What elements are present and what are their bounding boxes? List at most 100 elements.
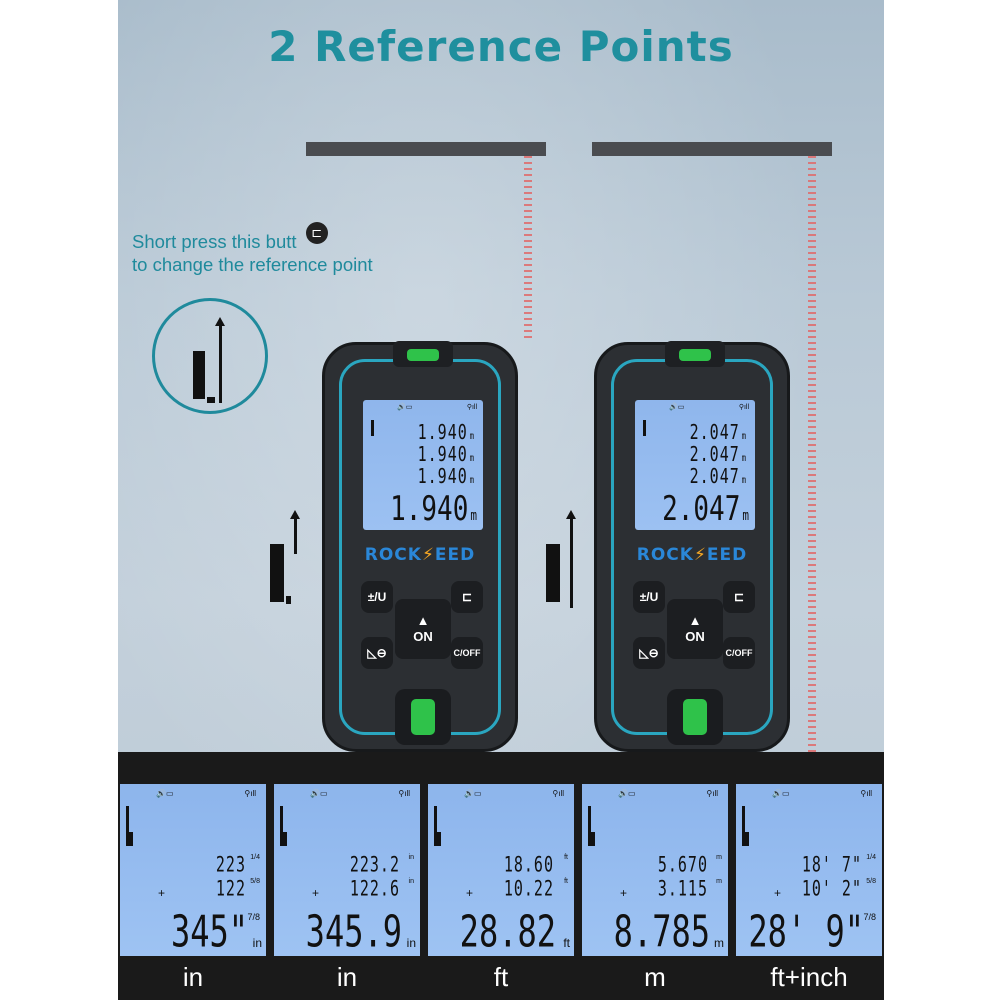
reading-line-1: 1.940 [417, 420, 468, 445]
plus-sign: + [312, 886, 320, 900]
reading-second-unit: in [408, 878, 414, 885]
reading-line-1: 2.047 [689, 420, 740, 445]
clear-off-button[interactable]: C/OFF [723, 637, 755, 669]
unit-label-0: in [182, 962, 204, 992]
reading-second: 10' 2" [801, 876, 862, 902]
reading-first-unit: in [408, 854, 414, 861]
unit-label-2: ft [493, 962, 509, 992]
reference-marker [126, 806, 133, 846]
reading-first: 223 [215, 852, 246, 878]
sum-reading: 28.82 [459, 906, 556, 958]
sum-unit: m [714, 936, 724, 950]
product-illustration: 2 Reference Points Short press this butt… [118, 0, 884, 1000]
top-bubble-level [393, 341, 453, 367]
speaker-battery-icon: 🔊▭ [310, 789, 328, 798]
speaker-battery-icon: 🔊▭ [772, 789, 790, 798]
page-title: 2 Reference Points [268, 22, 734, 71]
reference-marker [588, 806, 595, 846]
signal-icon: ⚲ıll [706, 789, 718, 798]
on-measure-button[interactable]: ▲ON [667, 599, 723, 659]
reading-second: 3.115 [657, 876, 708, 902]
reading-first: 18.60 [503, 852, 554, 878]
reference-hint: Short press this butt ⊏ to change the re… [132, 222, 472, 276]
brand-logo: ROCK⚡EED [636, 545, 748, 565]
signal-icon: ⚲ıll [244, 789, 256, 798]
plus-sign: + [158, 886, 166, 900]
reading-first: 223.2 [349, 852, 400, 878]
signal-icon: ⚲ıll [466, 404, 477, 411]
sum-reading: 28' 9" [748, 906, 864, 958]
unit-label-3: m [644, 962, 666, 992]
reference-marker [643, 420, 646, 436]
reference-surface-left [306, 142, 546, 156]
sum-fraction: 7/8 [863, 912, 876, 922]
reference-button-icon: ⊏ [305, 222, 328, 245]
reading-first-unit: ft [564, 854, 568, 861]
unit-button[interactable]: ±/U [633, 581, 665, 613]
on-measure-button[interactable]: ▲ON [395, 599, 451, 659]
speaker-battery-icon: 🔊▭ [669, 404, 685, 411]
reference-button[interactable]: ⊏ [723, 581, 755, 613]
unit-button[interactable]: ±/U [361, 581, 393, 613]
signal-icon: ⚲ıll [738, 404, 749, 411]
main-reading: 1.940 [390, 490, 469, 529]
signal-icon: ⚲ıll [398, 789, 410, 798]
reading-first: 5.670 [657, 852, 708, 878]
reference-front-icon [268, 510, 304, 610]
reading-second-unit: 5/8 [250, 878, 260, 885]
speaker-battery-icon: 🔊▭ [618, 789, 636, 798]
plus-sign: + [466, 886, 474, 900]
speaker-battery-icon: 🔊▭ [156, 789, 174, 798]
reading-second-unit: m [716, 878, 722, 885]
reading-line-3: 1.940 [417, 464, 468, 489]
signal-icon: ⚲ıll [860, 789, 872, 798]
laser-line-right [808, 156, 816, 756]
hint-line-2: to change the reference point [132, 254, 373, 275]
reference-surface-right [592, 142, 832, 156]
sum-unit: in [252, 936, 262, 950]
top-bubble-level [665, 341, 725, 367]
reference-marker [371, 420, 374, 436]
brand-logo: ROCK⚡EED [364, 545, 476, 565]
unit-lcd-4: 🔊▭ ⚲ıll 18' 7" 1/4 +10' 2" 5/8 28' 9"7/8 [736, 784, 882, 958]
reading-first: 18' 7" [801, 852, 862, 878]
reference-point-icon [152, 298, 268, 414]
mode-button[interactable]: ◺⊖ [361, 637, 393, 669]
clear-off-button[interactable]: C/OFF [451, 637, 483, 669]
sum-unit: ft [563, 936, 570, 950]
unit-lcd-1: 🔊▭ ⚲ıll 223.2 in +122.6 in 345.9 in [274, 784, 420, 958]
reading-first-unit: 1/4 [866, 854, 876, 861]
unit-label-4: ft+inch [770, 962, 848, 992]
reference-marker [742, 806, 749, 846]
bottom-bubble-level [395, 689, 451, 745]
reading-line-3: 2.047 [689, 464, 740, 489]
reading-second-unit: 5/8 [866, 878, 876, 885]
reading-line-2: 2.047 [689, 442, 740, 467]
plus-sign: + [774, 886, 782, 900]
speaker-battery-icon: 🔊▭ [397, 404, 413, 411]
reading-second: 122.6 [349, 876, 400, 902]
mode-button[interactable]: ◺⊖ [633, 637, 665, 669]
sum-unit: in [406, 936, 416, 950]
reference-marker [280, 806, 287, 846]
sum-reading: 345" [170, 906, 248, 958]
sum-reading: 345.9 [305, 906, 402, 958]
signal-icon: ⚲ıll [552, 789, 564, 798]
speaker-battery-icon: 🔊▭ [464, 789, 482, 798]
reading-second: 122 [215, 876, 246, 902]
reading-first-unit: 1/4 [250, 854, 260, 861]
unit-lcd-0: 🔊▭ ⚲ıll 223 1/4 +122 5/8 345"7/8 in [120, 784, 266, 958]
sum-reading: 8.785 [613, 906, 710, 958]
reading-line-2: 1.940 [417, 442, 468, 467]
main-reading: 2.047 [662, 490, 741, 529]
sum-fraction: 7/8 [247, 912, 260, 922]
plus-sign: + [620, 886, 628, 900]
laser-line-left [524, 156, 532, 342]
reference-button[interactable]: ⊏ [451, 581, 483, 613]
